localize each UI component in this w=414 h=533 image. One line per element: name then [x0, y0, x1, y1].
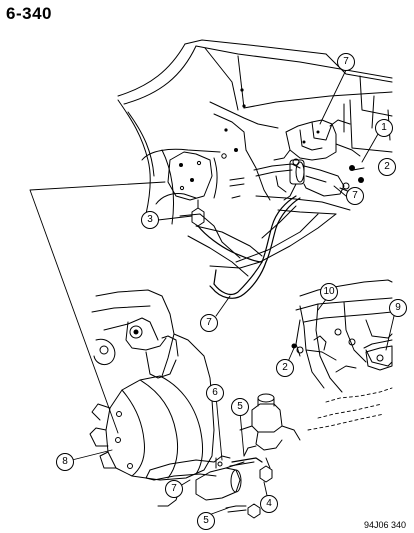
inset-bracket-detail	[291, 279, 393, 393]
callout-3-clip: 3	[141, 211, 159, 229]
callout-2-bracket-nut: 2	[276, 359, 294, 377]
lower-fasteners	[225, 457, 273, 519]
firewall-fender-drawing	[117, 39, 393, 277]
engine-block-drawing	[91, 289, 179, 379]
clutch-slave-cylinder	[145, 455, 245, 507]
callout-8-housing: 8	[56, 453, 74, 471]
hydraulic-line	[197, 195, 301, 299]
callout-1-nut: 1	[375, 119, 393, 137]
callout-6-pushrod: 6	[206, 384, 224, 402]
callout-leaders	[71, 69, 395, 517]
callout-7-line: 7	[200, 314, 218, 332]
callout-7-slave: 7	[165, 480, 183, 498]
callout-10-bracket: 10	[320, 283, 338, 301]
callout-9-plate: 9	[389, 299, 407, 317]
phantom-panel	[307, 387, 393, 431]
master-cylinder-bracket	[273, 119, 361, 161]
hydraulic-line-clip	[191, 199, 205, 227]
drawing-code: 94J06 340	[363, 520, 406, 530]
page-number: 6-340	[6, 4, 52, 23]
callout-4-nut: 4	[260, 495, 278, 513]
accessory-pump	[239, 393, 301, 469]
callout-5-fitting: 5	[231, 398, 249, 416]
callout-2-nut: 2	[378, 158, 396, 176]
upper-studs	[221, 88, 364, 199]
dash-mounting-plate	[167, 151, 213, 201]
clutch-master-cylinder	[253, 158, 357, 201]
callout-5-fitting-lower: 5	[197, 512, 215, 530]
callout-7-cylinder: 7	[346, 187, 364, 205]
callout-7-bracket: 7	[337, 53, 355, 71]
projection-line	[29, 181, 166, 434]
bell-housing	[89, 333, 215, 481]
